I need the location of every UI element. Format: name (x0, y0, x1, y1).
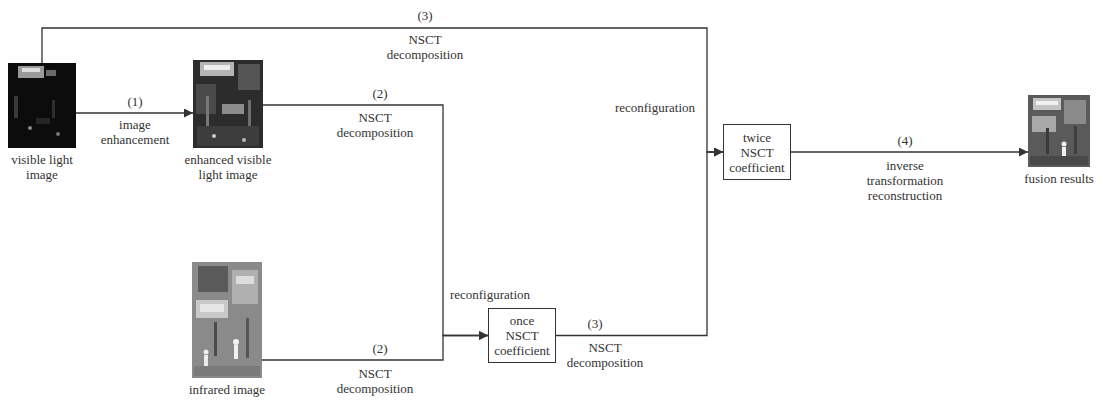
flow-arrow (791, 151, 1028, 152)
image-node: visible light image (8, 63, 76, 148)
image-caption: fusion results (1024, 171, 1094, 186)
enhanced-image-picture (193, 60, 263, 148)
step-number: (3) (417, 8, 432, 23)
box-label: twice NSCT coefficient (728, 130, 786, 175)
box-text-group: once NSCT coefficient (493, 313, 551, 358)
step-annotation: NSCT decomposition (330, 366, 420, 396)
step-number: (1) (127, 94, 142, 109)
step-number: (2) (372, 341, 387, 356)
process-box: once NSCT coefficient (488, 308, 556, 363)
box-text-group: twice NSCT coefficient (728, 130, 786, 175)
process-box: twice NSCT coefficient (723, 124, 791, 180)
step-annotation: NSCT decomposition (380, 32, 470, 62)
step-annotation: image enhancement (95, 117, 175, 147)
image-caption: visible light image (2, 152, 82, 182)
image-node: infrared image (192, 262, 262, 378)
step-annotation: reconfiguration (450, 287, 530, 302)
flow-arrow (556, 152, 723, 336)
step-annotation: NSCT decomposition (560, 340, 650, 370)
infrared-image-picture (192, 262, 262, 378)
box-label: once NSCT coefficient (493, 313, 551, 358)
flow-arrow (76, 112, 193, 113)
flow-arrow (262, 336, 488, 361)
image-node: enhanced visible light image (193, 60, 263, 148)
step-number: (2) (372, 86, 387, 101)
step-annotation: inverse transformation reconstruction (855, 158, 955, 203)
step-number: (4) (897, 133, 912, 148)
flow-arrow (42, 28, 723, 152)
step-annotation: NSCT decomposition (330, 110, 420, 140)
fusion-image-picture (1028, 95, 1090, 167)
step-annotation: reconfiguration (615, 100, 695, 115)
image-caption: infrared image (172, 382, 282, 397)
visible-image-picture (8, 63, 76, 148)
step-number: (3) (587, 316, 602, 331)
image-caption: enhanced visible light image (178, 152, 278, 182)
image-node: fusion results (1028, 95, 1090, 167)
